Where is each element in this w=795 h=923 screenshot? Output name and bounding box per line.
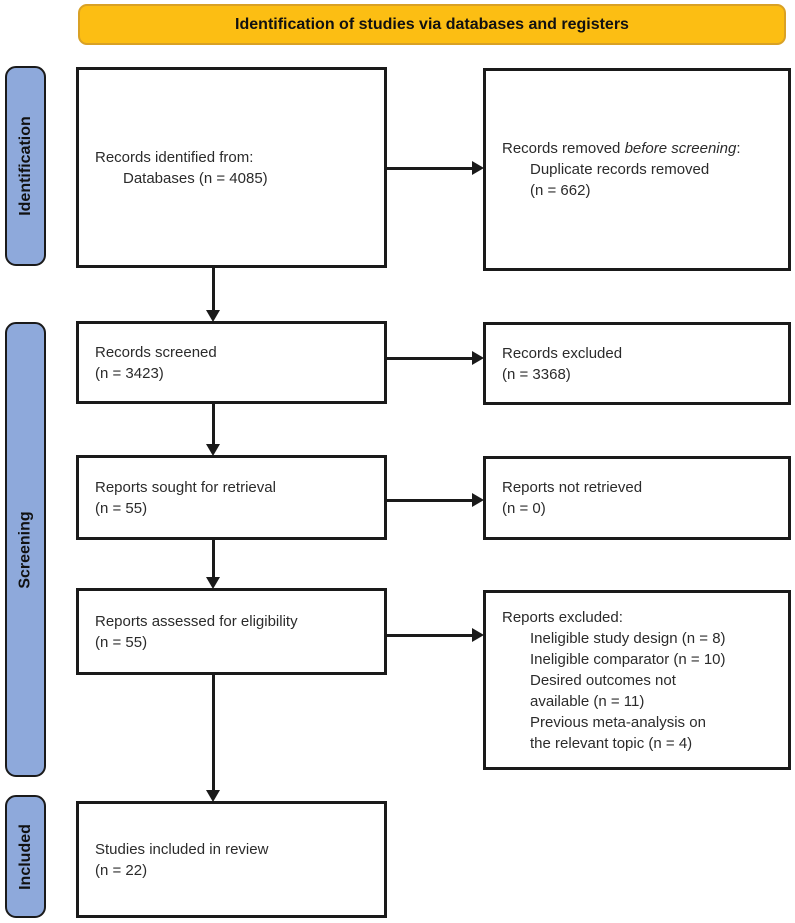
box-count: (n = 0): [502, 500, 546, 517]
box-count: (n = 22): [95, 861, 148, 879]
box-title: Reports excluded:: [502, 608, 623, 626]
box-records-excluded: Records excluded (n = 3368): [483, 322, 791, 405]
box-count: (n = 3368): [502, 365, 571, 383]
down-arrow: [206, 540, 220, 589]
down-arrow: [206, 268, 220, 322]
box-line: Reports assessed for eligibility: [95, 612, 298, 630]
box-records-removed: Records removed before screening: Duplic…: [483, 68, 791, 271]
stage-label-included: Included: [5, 795, 46, 918]
down-arrow: [206, 675, 220, 802]
exclusion-reason: Ineligible study design (n = 8): [530, 629, 726, 647]
box-detail: Databases (n = 4085): [123, 169, 268, 187]
right-arrow: [387, 493, 484, 507]
box-line: Records screened: [95, 343, 217, 361]
title-segment: :: [736, 140, 741, 157]
box-reports-assessed: Reports assessed for eligibility (n = 55…: [76, 588, 387, 675]
box-reports-excluded: Reports excluded: Ineligible study desig…: [483, 590, 791, 770]
box-reports-sought: Reports sought for retrieval (n = 55): [76, 455, 387, 540]
stage-label-text: Identification: [16, 116, 34, 216]
box-records-identified: Records identified from: Databases (n = …: [76, 67, 387, 268]
title-segment: Records removed: [502, 140, 625, 157]
title-segment-italic: before screening: [624, 140, 737, 157]
stage-label-text: Included: [16, 823, 34, 890]
box-title: Records removed before screening:: [502, 138, 764, 159]
box-line: Studies included in review: [95, 840, 269, 858]
stage-label-identification: Identification: [5, 66, 46, 266]
box-records-screened: Records screened (n = 3423): [76, 321, 387, 404]
right-arrow: [387, 628, 484, 642]
stage-label-screening: Screening: [5, 322, 46, 777]
stage-label-text: Screening: [16, 510, 34, 589]
box-line: Reports not retrieved: [502, 479, 643, 496]
diagram-title: Identification of studies via databases …: [235, 15, 629, 33]
diagram-title-banner: Identification of studies via databases …: [78, 4, 786, 45]
down-arrow: [206, 404, 220, 456]
exclusion-reason: Desired outcomes not available (n = 11): [530, 671, 676, 710]
box-count: (n = 55): [95, 499, 148, 517]
exclusion-reason: Ineligible comparator (n = 10): [530, 650, 726, 668]
box-detail: Duplicate records removed (n = 662): [530, 161, 710, 199]
box-reports-not-retrieved: Reports not retrieved (n = 0): [483, 456, 791, 540]
box-line: Reports sought for retrieval: [95, 478, 276, 496]
box-line: Records excluded: [502, 344, 623, 362]
right-arrow: [387, 161, 484, 175]
box-studies-included: Studies included in review (n = 22): [76, 801, 387, 918]
box-title: Records identified from:: [95, 148, 254, 166]
box-count: (n = 55): [95, 633, 148, 651]
exclusion-reason: Previous meta-analysis on the relevant t…: [530, 713, 706, 752]
box-count: (n = 3423): [95, 364, 164, 382]
right-arrow: [387, 351, 484, 365]
